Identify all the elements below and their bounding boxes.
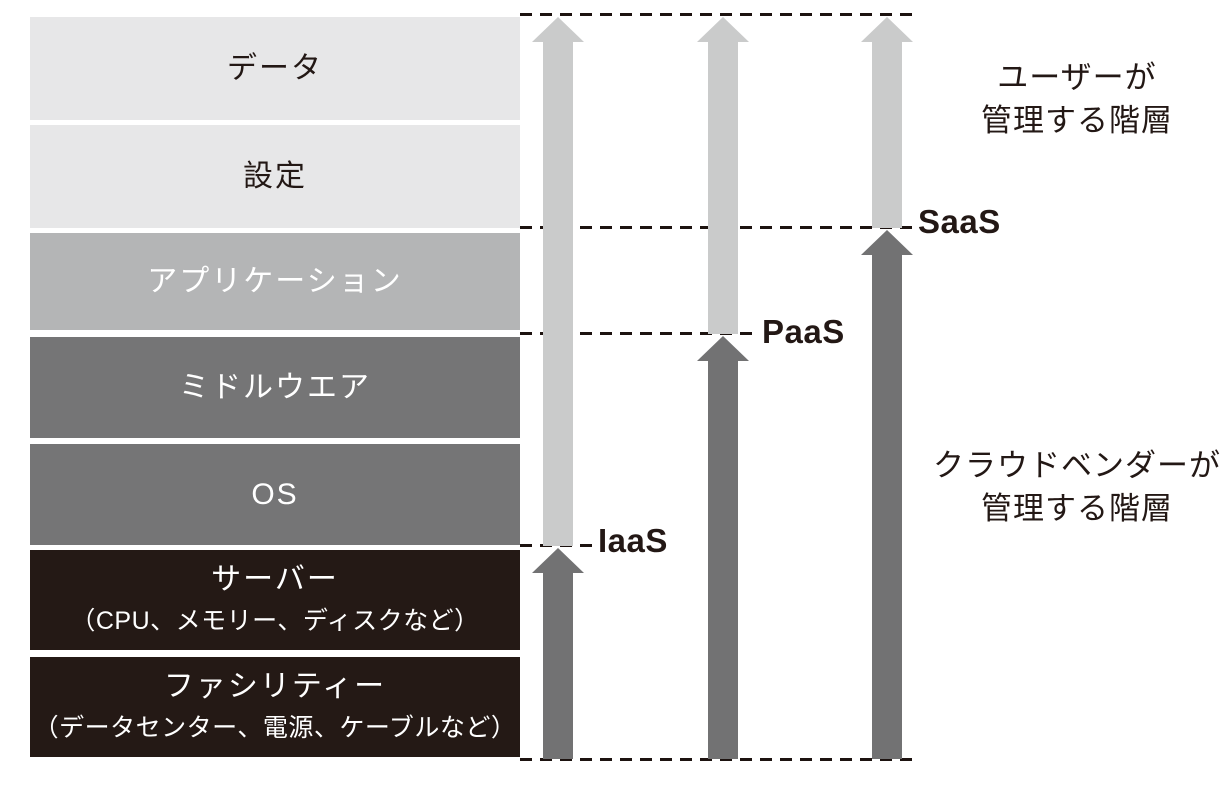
vendor-managed-annotation-line2: 管理する階層 (981, 491, 1173, 526)
layer-server: サーバー （CPU、メモリー、ディスクなど） (30, 550, 520, 650)
dashed-line-top (520, 13, 920, 16)
paas-vendor-arrowhead-icon (697, 336, 749, 361)
layer-application: アプリケーション (30, 233, 520, 330)
layer-settings-label: 設定 (243, 159, 307, 193)
layer-os-label: OS (251, 477, 299, 511)
iaas-label: IaaS (598, 522, 668, 559)
paas-vendor-arrow-shaft (708, 360, 738, 759)
user-managed-annotation-line2: 管理する階層 (981, 103, 1173, 138)
iaas-user-arrowhead-icon (532, 17, 584, 42)
dashed-line-bottom (520, 758, 920, 761)
dashed-line-paas-boundary (520, 332, 758, 335)
layer-server-label: サーバー (211, 563, 339, 596)
layer-facility: ファシリティー （データセンター、電源、ケーブルなど） (30, 657, 520, 757)
paas-user-arrow-shaft (708, 41, 738, 334)
layer-server-sublabel: （CPU、メモリー、ディスクなど） (70, 607, 480, 635)
saas-user-arrow-shaft (872, 41, 902, 228)
layer-facility-label: ファシリティー (163, 670, 387, 703)
layer-settings: 設定 (30, 125, 520, 228)
layer-facility-sublabel: （データセンター、電源、ケーブルなど） (33, 714, 517, 742)
layer-os: OS (30, 444, 520, 545)
paas-label: PaaS (762, 313, 845, 350)
iaas-vendor-arrowhead-icon (532, 548, 584, 573)
saas-vendor-arrowhead-icon (861, 230, 913, 255)
saas-user-arrowhead-icon (861, 17, 913, 42)
user-managed-annotation-line1: ユーザーが (997, 60, 1157, 95)
layer-application-label: アプリケーション (147, 264, 403, 298)
vendor-managed-annotation-line1: クラウドベンダーが (933, 448, 1221, 483)
saas-vendor-arrow-shaft (872, 254, 902, 759)
layer-data-label: データ (227, 51, 323, 85)
paas-user-arrowhead-icon (697, 17, 749, 42)
iaas-vendor-arrow-shaft (543, 572, 573, 759)
layer-middleware-label: ミドルウエア (179, 370, 371, 404)
iaas-user-arrow-shaft (543, 41, 573, 546)
saas-label: SaaS (918, 203, 1001, 240)
layer-data: データ (30, 17, 520, 120)
user-managed-annotation: ユーザーが 管理する階層 (915, 56, 1225, 142)
layer-middleware: ミドルウエア (30, 337, 520, 438)
vendor-managed-annotation: クラウドベンダーが 管理する階層 (915, 444, 1225, 530)
